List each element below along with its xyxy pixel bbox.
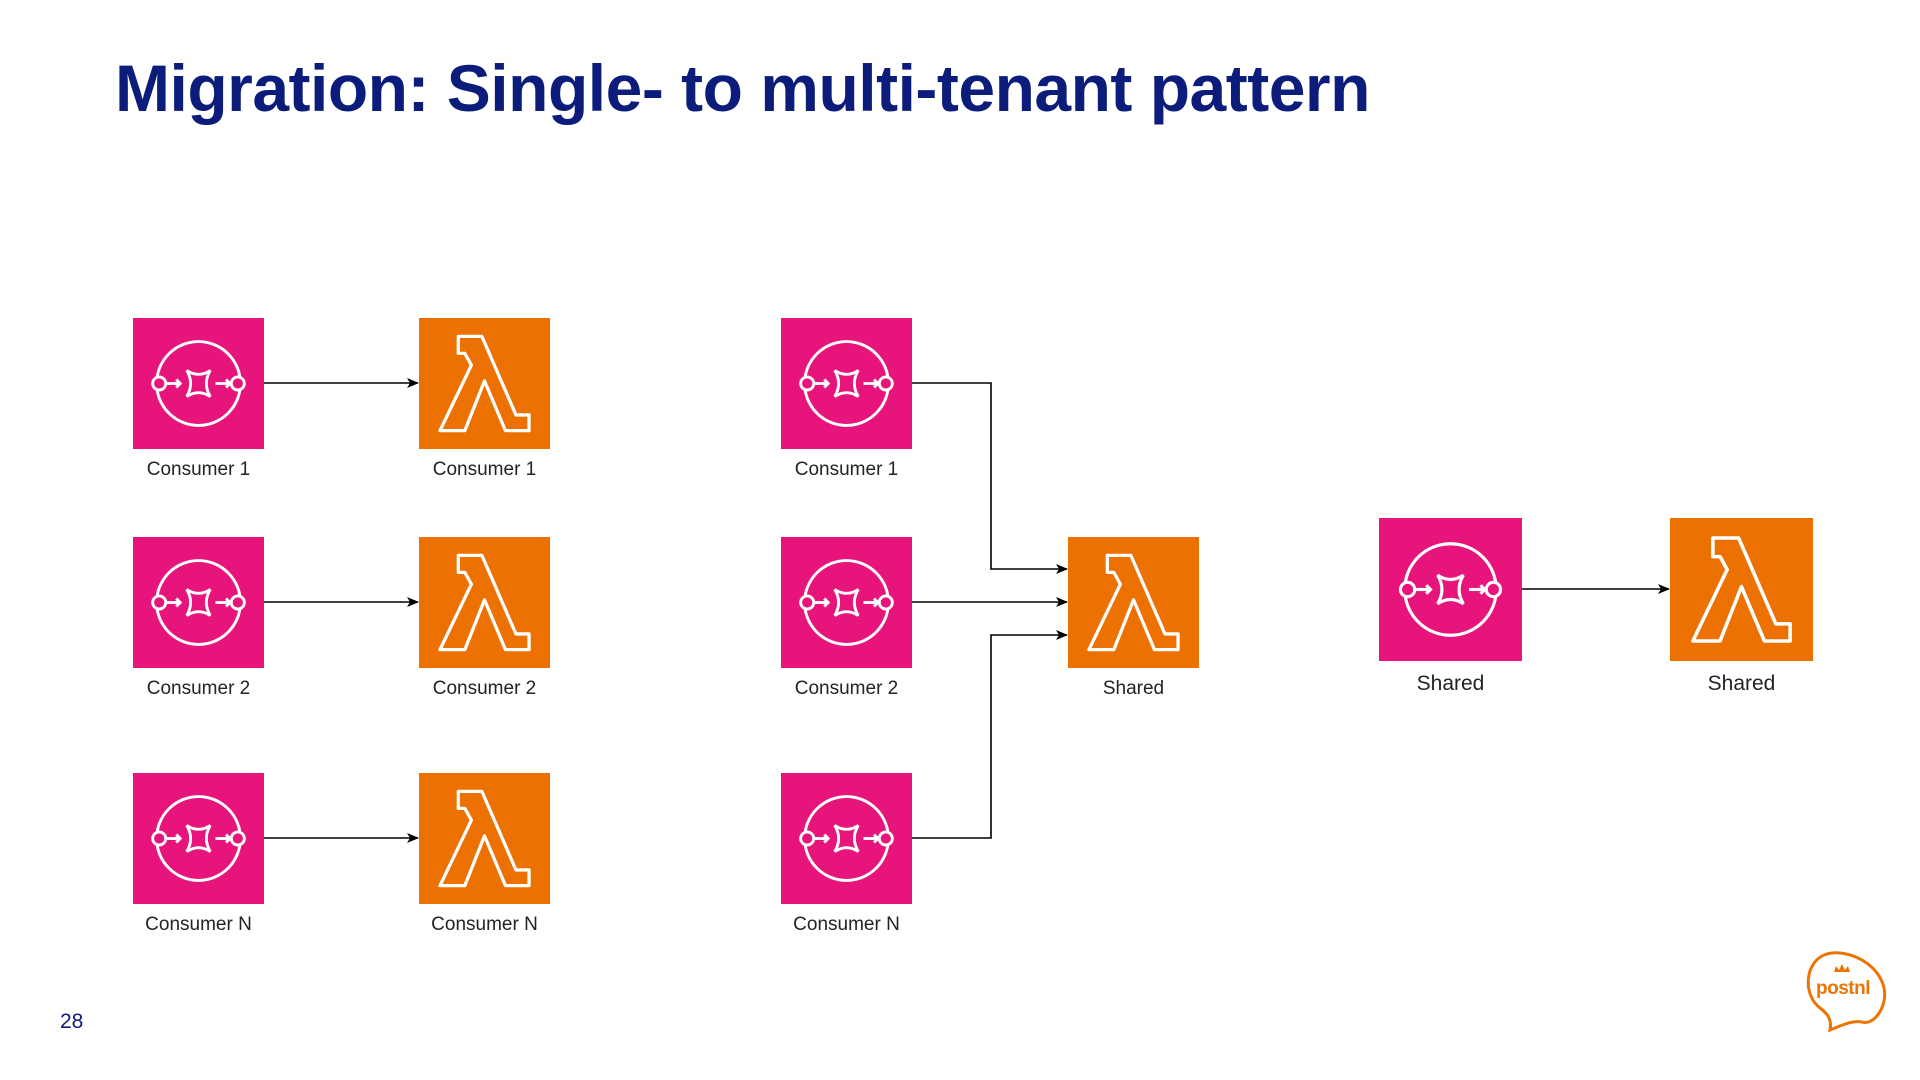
node-label: Shared [1416,672,1485,695]
lambda-node-consumer-n[interactable]: Consumer N [419,773,550,935]
arrow-migration-consumer-1 [912,382,1068,574]
sqs-queue-icon [133,773,264,904]
sqs-queue-icon [133,537,264,668]
node-label: Consumer 2 [146,678,251,699]
node-label: Consumer N [431,914,538,935]
node-label: Consumer N [145,914,252,935]
sqs-node-consumer-n[interactable]: Consumer N [133,773,264,935]
sqs-queue-icon [1379,518,1522,661]
lambda-node-shared[interactable]: Shared [1670,518,1813,695]
sqs-node-consumer-1[interactable]: Consumer 1 [133,318,264,480]
sqs-queue-icon [781,537,912,668]
sqs-queue-icon [133,318,264,449]
sqs-node-migration-consumer-n[interactable]: Consumer N [781,773,912,935]
lambda-node-consumer-2[interactable]: Consumer 2 [419,537,550,699]
page-number: 28 [60,1010,84,1033]
lambda-icon [419,318,550,449]
node-label: Consumer N [793,914,900,935]
node-label: Consumer 2 [432,678,537,699]
sqs-node-migration-consumer-1[interactable]: Consumer 1 [781,318,912,480]
node-label: Consumer 1 [432,459,537,480]
lambda-icon [1068,537,1199,668]
sqs-queue-icon [781,773,912,904]
node-label: Shared [1102,678,1165,699]
node-label: Consumer 2 [794,678,899,699]
lambda-node-migration-shared[interactable]: Shared [1068,537,1199,699]
sqs-node-consumer-2[interactable]: Consumer 2 [133,537,264,699]
node-label: Consumer 1 [146,459,251,480]
node-label: Consumer 1 [794,459,899,480]
sqs-node-shared[interactable]: Shared [1379,518,1522,695]
postnl-logo: postnl [1800,950,1890,1033]
lambda-icon [419,773,550,904]
lambda-icon [419,537,550,668]
lambda-icon [1670,518,1813,661]
arrow-migration-consumer-n [912,630,1068,839]
lambda-node-consumer-1[interactable]: Consumer 1 [419,318,550,480]
sqs-node-migration-consumer-2[interactable]: Consumer 2 [781,537,912,699]
logo-text: postnl [1816,978,1871,999]
node-label: Shared [1707,672,1776,695]
slide-title: Migration: Single- to multi-tenant patte… [115,51,1370,125]
sqs-queue-icon [781,318,912,449]
